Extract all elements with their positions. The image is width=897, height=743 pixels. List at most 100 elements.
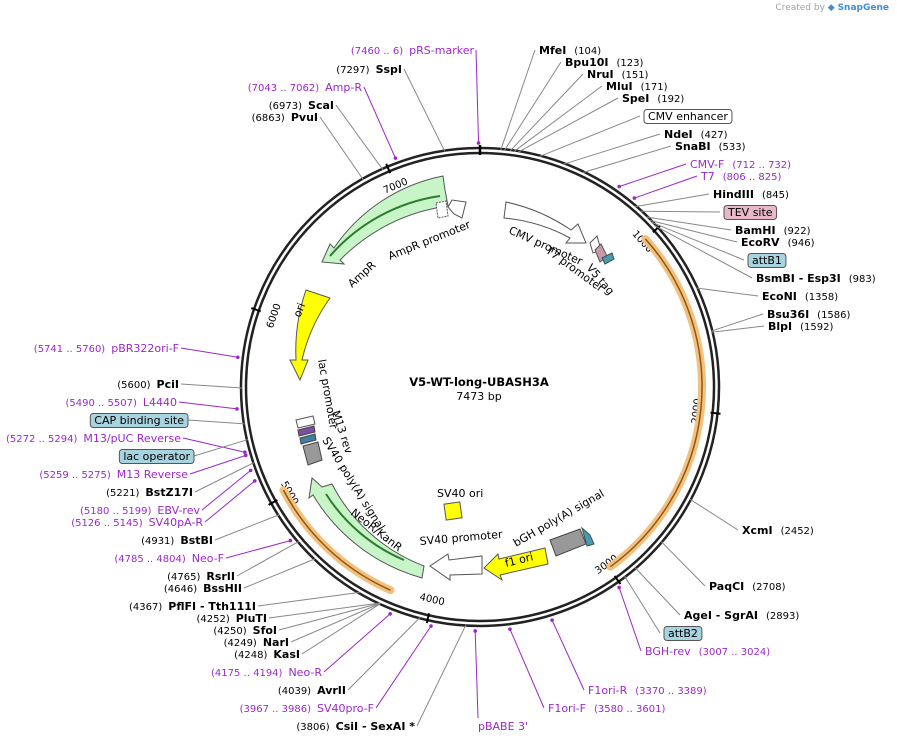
site-csii[interactable]: CsiI - SexAI *(3806) [296,720,415,733]
site-blpi[interactable]: BlpI(1592) [768,320,833,333]
site-bsmbi[interactable]: BsmBI - Esp3I(983) [756,272,876,285]
site-mlui[interactable]: MluI(171) [606,80,668,93]
site-pbr322ori-f[interactable]: pBR322ori-F(5741 .. 5760) [34,342,179,355]
feature-ori[interactable]: ori [289,289,331,382]
site-bstz17i[interactable]: BstZ17I (5221) [106,486,193,499]
site-nrui[interactable]: NruI (151) [587,68,649,81]
site-nari[interactable]: NarI(4249) [224,636,289,649]
site-bsu36i[interactable]: Bsu36I(1586) [767,308,851,321]
site-mfei[interactable]: MfeI(104) [539,44,601,57]
site-bpu10i[interactable]: Bpu10I(123) [565,56,643,69]
leader-line [563,133,661,165]
site-pluti[interactable]: PluTI(4252) [196,612,267,625]
label-pos: (7297) [336,65,369,76]
primer-site-mark [476,141,481,145]
site-rsrii[interactable]: RsrII(4765) [167,570,235,583]
label-pos: (427) [701,130,728,141]
site-prs-marker[interactable]: pRS-marker(7460 .. 6) [351,44,475,57]
feature-label-sv40-promoter: SV40 promoter [419,528,503,548]
site-scai[interactable]: ScaI(6973) [269,99,334,112]
label-pos: (5221) [106,488,139,499]
site-bstbi[interactable]: BstBI(4931) [141,534,213,547]
site-sspi[interactable]: SspI(7297) [336,63,402,76]
site-f1ori-f[interactable]: F1ori-F(3580 .. 3601) [548,702,665,715]
site-m13-pUC-reverse[interactable]: M13/pUC Reverse(5272 .. 5294) [6,432,181,445]
site-snabi[interactable]: SnaBI(533) [675,140,746,153]
site-tev-site[interactable]: TEV site [723,205,778,220]
site-sv40pro-f[interactable]: SV40pro-F(3967 .. 3986) [240,702,374,715]
site-econi[interactable]: EcoNI(1358) [762,290,838,303]
tick-3000 [613,575,622,585]
label-name: NruI [587,68,614,81]
label-pos: (946) [788,238,815,249]
site-pbabe3[interactable]: pBABE 3' [478,720,528,733]
site-attb1[interactable]: attB1 [747,253,787,268]
feature-label-ori: ori [291,301,308,319]
label-name: KasI [273,648,300,661]
feature-cmv-promoter[interactable]: CMV promoter [503,201,587,268]
site-hindiii[interactable]: HindIII(845) [713,188,789,201]
site-cmv-f[interactable]: CMV-F(712 .. 732) [690,158,791,171]
site-neo-r[interactable]: Neo-R(4175 .. 4194) [211,666,322,679]
tick-7000 [385,163,392,174]
label-name: PaqCI [709,580,744,593]
label-leader-lines [178,49,765,727]
label-pos: (3007 .. 3024) [699,647,771,658]
feature-f1-ori[interactable]: f1 ori [483,547,549,582]
label-name: BlpI [768,320,792,333]
site-pflfi[interactable]: PflFI - Tth111I(4367) [129,600,256,613]
site-pcii[interactable]: PciI(5600) [117,378,179,391]
site-xcmi[interactable]: XcmI(2452) [742,524,814,537]
site-sv40pa-r[interactable]: SV40pA-R(5126 .. 5145) [71,516,203,529]
label-box [663,626,703,641]
site-agei[interactable]: AgeI - SgrAI(2893) [684,609,799,622]
feature-v5-tag[interactable]: V5 tag [584,243,617,298]
site-ebv-rev[interactable]: EBV-rev(5180 .. 5199) [80,504,200,517]
leader-line [416,624,467,727]
site-bamhi[interactable]: BamHI(922) [735,224,811,237]
primer-site-mark [235,407,239,411]
label-pos: (151) [622,70,649,81]
leader-line [347,616,421,691]
site-avrii[interactable]: AvrII(4039) [278,684,346,697]
feature-label-ampr: AmpR [345,258,378,290]
label-name: F1ori-F [548,702,586,715]
site-lac-operator[interactable]: lac operator [118,449,195,464]
plasmid-name: V5-WT-long-UBASH3A [409,375,549,389]
label-name: AgeI - SgrAI [684,609,758,622]
leader-line [619,163,687,188]
leader-line [403,68,446,152]
site-attb2[interactable]: attB2 [663,626,703,641]
site-amp-r[interactable]: Amp-R(7043 .. 7062) [248,81,363,94]
label-name: BamHI [735,224,776,237]
site-spei[interactable]: SpeI(192) [622,92,684,105]
site-pvui[interactable]: PvuI(6863) [252,111,318,124]
watermark-brand: SnapGene [837,3,889,13]
site-paqci[interactable]: PaqCI(2708) [709,580,786,593]
site-cap-binding-site[interactable]: CAP binding site [89,413,189,428]
leader-line [204,480,256,523]
site-l4440[interactable]: L4440(5490 .. 5507) [65,396,177,409]
site-sfoi[interactable]: SfoI(4250) [213,624,277,637]
site-ecorv[interactable]: EcoRV(946) [741,236,815,249]
leader-line [634,567,681,616]
label-name: M13 Reverse [117,468,188,481]
site-bsshii[interactable]: BssHII(4646) [164,582,242,595]
label-text: CAP binding site [94,414,184,427]
tick-4000 [425,613,430,624]
feature-sv40-ori[interactable]: SV40 ori [437,487,483,521]
site-f1ori-r[interactable]: F1ori-R(3370 .. 3389) [588,684,707,697]
site-cmv-enhancer[interactable]: CMV enhancer [643,109,733,124]
site-kasi[interactable]: KasI (4248) [234,648,300,661]
leader-line [646,216,732,231]
site-neo-f[interactable]: Neo-F(4785 .. 4804) [114,552,224,565]
site-ndei[interactable]: NdeI(427) [664,128,728,141]
feature-bgh-polya[interactable]: bGH poly(A) signal [511,487,606,557]
site-t7[interactable]: T7(806 .. 825) [700,170,782,183]
label-pos: (4039) [278,686,311,697]
label-pos: (4248) [234,650,267,661]
site-m13-reverse[interactable]: M13 Reverse(5259 .. 5275) [39,468,188,481]
leader-line [225,540,291,559]
label-name: BstZ17I [145,486,193,499]
site-bgh-rev[interactable]: BGH-rev(3007 .. 3024) [645,645,770,658]
